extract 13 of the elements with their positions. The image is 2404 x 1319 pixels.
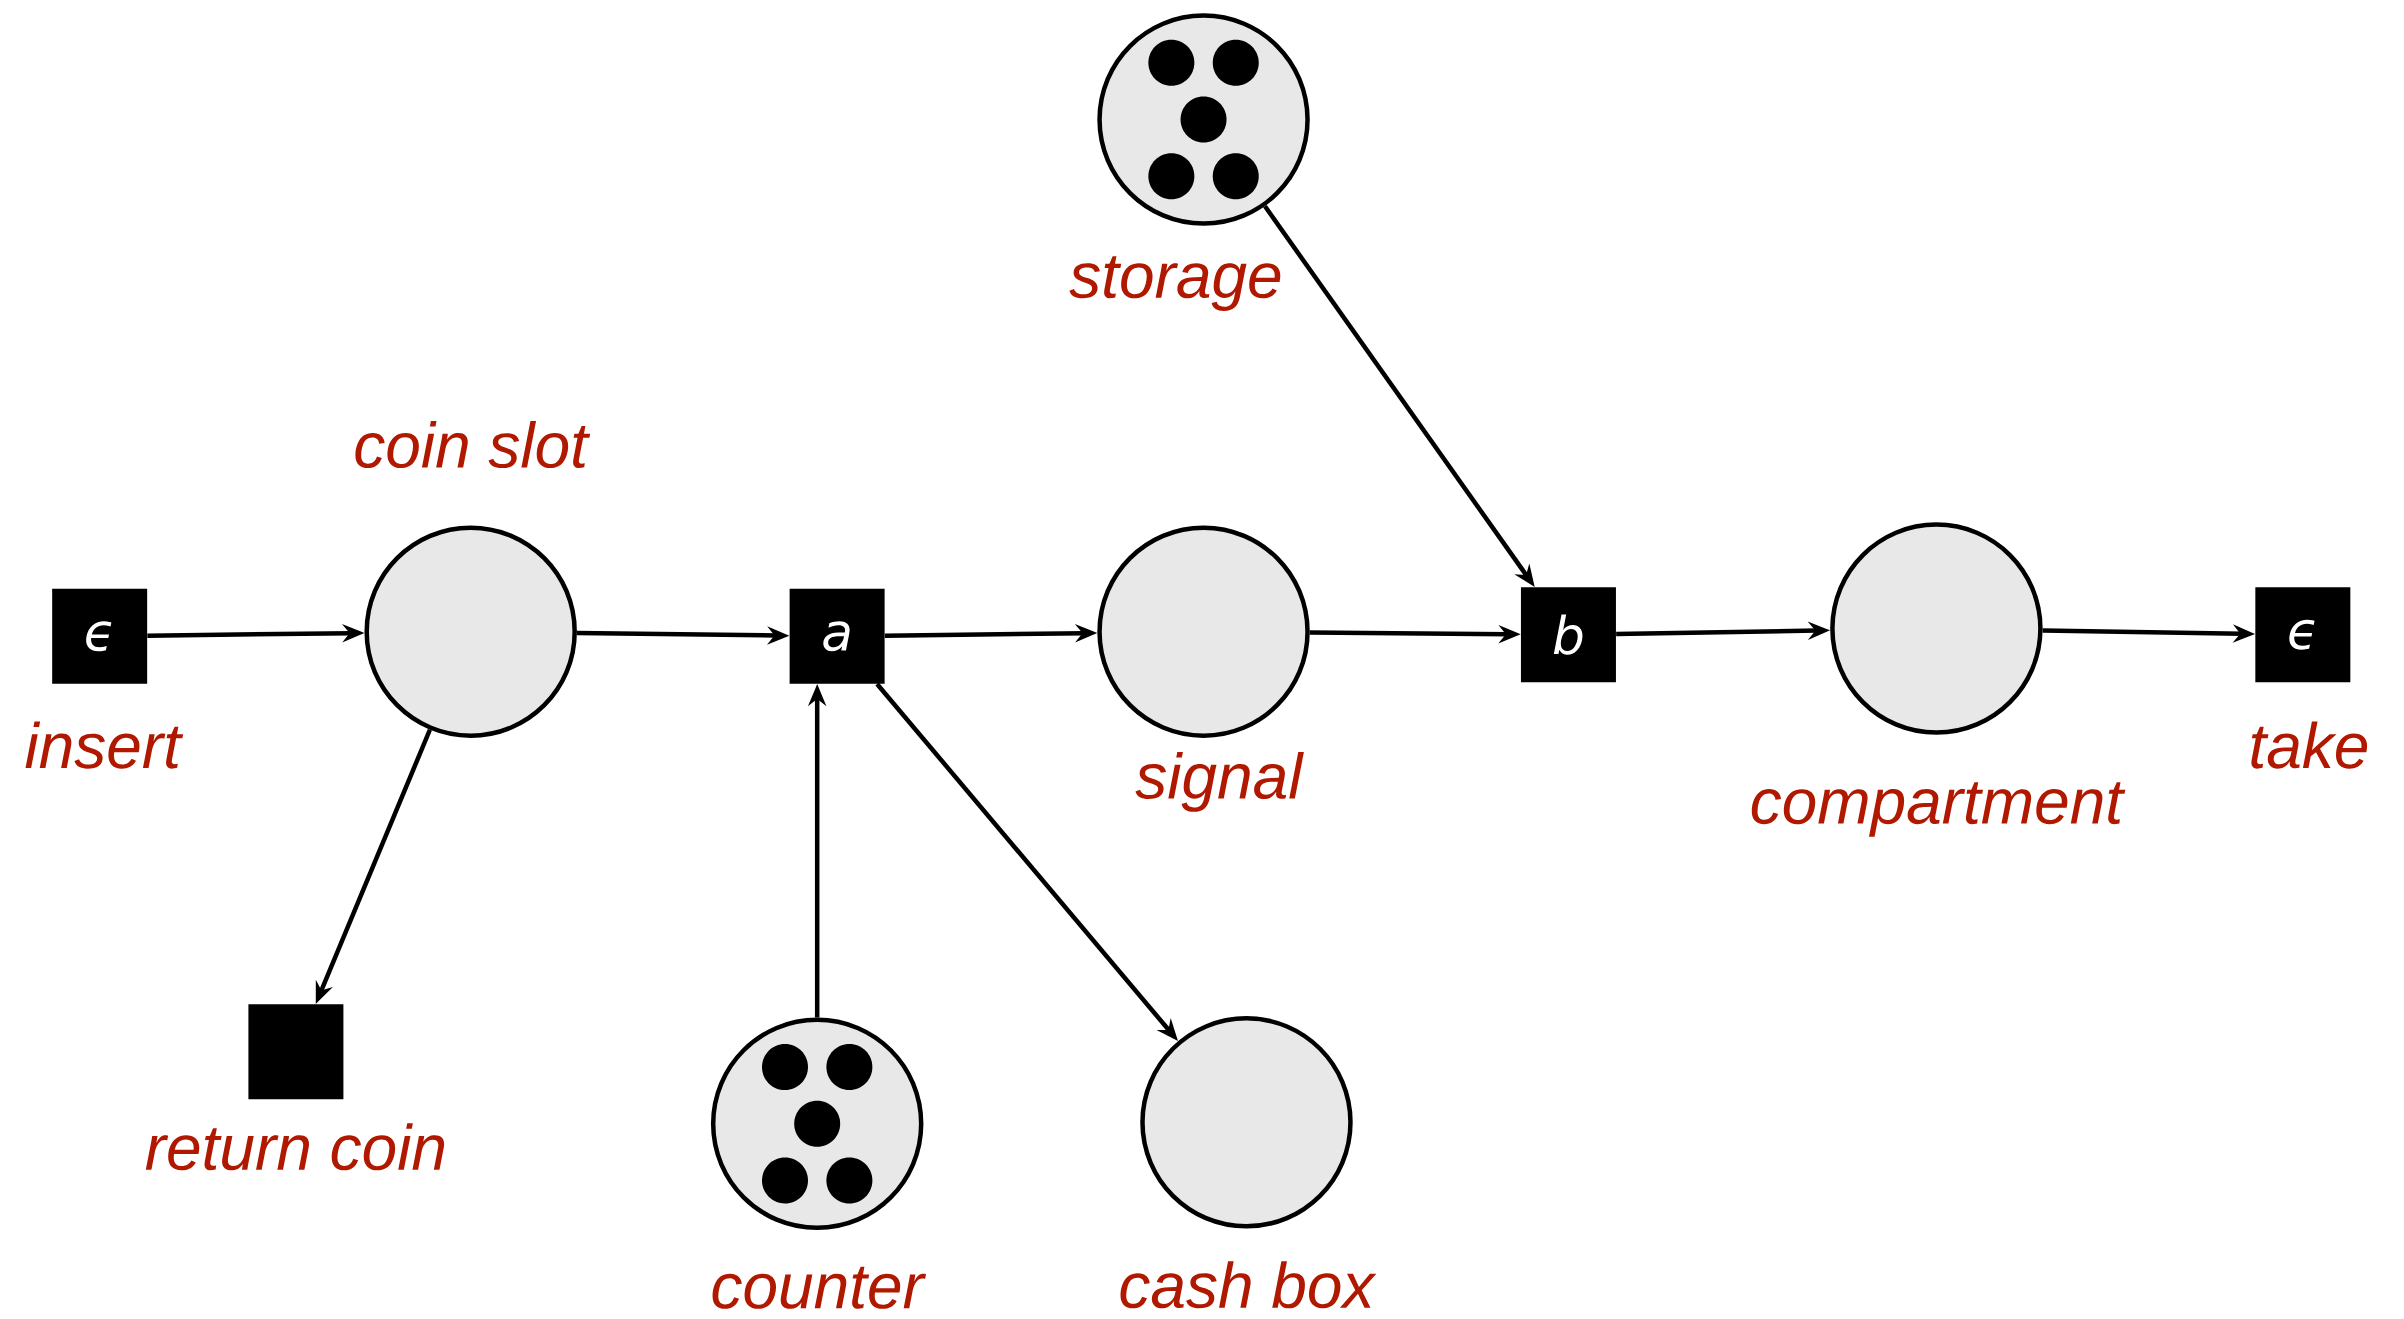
- node-label: storage: [1069, 256, 1281, 312]
- node-label: take: [2251, 721, 2368, 769]
- node-label: counter: [712, 1267, 927, 1310]
- node-label: coin slot: [355, 421, 591, 469]
- transition-box: a: [789, 589, 885, 684]
- node-label: return coin: [145, 1123, 445, 1171]
- transition-box: ϵ: [52, 589, 148, 684]
- transition-box: ϵ: [2255, 587, 2351, 683]
- node-label: signal: [1135, 752, 1304, 812]
- node-label: compartment: [1751, 782, 2126, 838]
- transition-box: b: [1520, 587, 1616, 683]
- node-label: insert: [25, 721, 184, 769]
- node-label: cash box: [1120, 1261, 1377, 1309]
